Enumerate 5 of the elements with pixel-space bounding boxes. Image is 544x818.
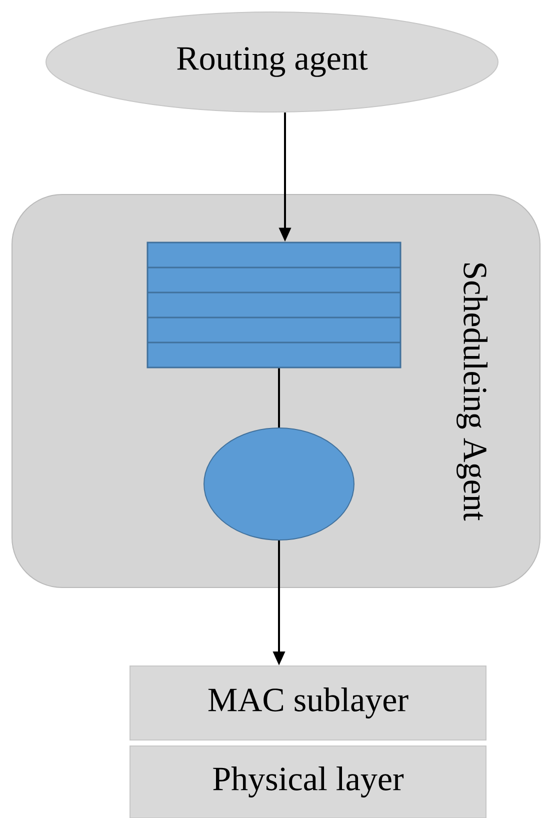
- circle-node: [204, 428, 354, 540]
- layer-box: MAC sublayer: [130, 666, 486, 740]
- ellipse-node: Routing agent: [46, 12, 498, 112]
- layer-box: Physical layer: [130, 746, 486, 818]
- queue-drawing: [146, 242, 402, 368]
